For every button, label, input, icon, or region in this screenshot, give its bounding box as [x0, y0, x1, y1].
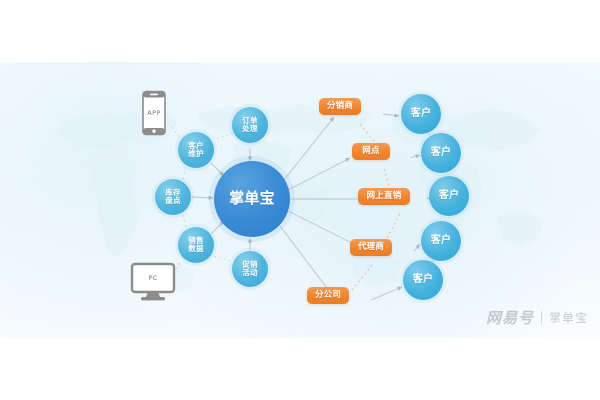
node-function-sales-data[interactable]: 销售 数据 — [178, 227, 214, 263]
node-function-sales-data-line1: 销售 — [188, 236, 204, 246]
node-customer-1-label: 客户 — [410, 107, 432, 119]
node-channel-online-direct-sales-label: 网上直销 — [366, 191, 402, 202]
node-channel-distributor-label: 分销商 — [326, 101, 354, 112]
node-channel-branch-office[interactable]: 分公司 — [307, 287, 349, 304]
node-function-order-processing-line2: 处理 — [242, 124, 258, 133]
device-phone-app: APP — [138, 90, 170, 136]
phone-icon — [142, 90, 166, 136]
device-desktop-pc: PC — [130, 262, 176, 302]
node-hub-label: 掌单宝 — [229, 189, 275, 208]
device-phone-label: APP — [147, 109, 161, 117]
node-customer-5-label: 客户 — [412, 273, 434, 285]
node-channel-branch-office-label: 分公司 — [314, 290, 342, 301]
node-function-promotion[interactable]: 促销 活动 — [232, 251, 268, 287]
node-channel-distributor[interactable]: 分销商 — [319, 98, 361, 115]
watermark-product-name: 掌单宝 — [548, 311, 588, 325]
node-customer-4[interactable]: 客户 — [421, 221, 461, 261]
watermark: 网易号 掌单宝 — [486, 307, 588, 328]
node-customer-3-label: 客户 — [438, 189, 460, 201]
node-function-promotion-line2: 活动 — [242, 268, 258, 277]
node-customer-3[interactable]: 客户 — [429, 176, 469, 216]
watermark-separator — [540, 310, 542, 325]
node-channel-outlet[interactable]: 网点 — [352, 143, 390, 160]
node-function-inventory-check[interactable]: 库存 盘点 — [155, 179, 191, 215]
node-customer-5[interactable]: 客户 — [403, 260, 443, 300]
node-function-customer-maintenance[interactable]: 客户 维护 — [178, 132, 214, 168]
node-function-sales-data-line2: 数据 — [188, 244, 204, 253]
node-channel-agent-label: 代理商 — [357, 242, 385, 253]
node-function-inventory-check-line1: 库存 — [165, 188, 181, 198]
diagram-stage: 掌单宝 订单 处理 客户 维护 库存 盘点 销售 数据 — [0, 62, 600, 338]
connector-edges — [169, 113, 451, 301]
node-function-inventory-check-line2: 盘点 — [165, 196, 181, 205]
node-function-promotion-line1: 促销 — [242, 260, 258, 270]
world-map-background — [58, 104, 544, 296]
node-customer-2-label: 客户 — [430, 146, 452, 158]
node-channel-online-direct-sales[interactable]: 网上直销 — [358, 188, 410, 205]
node-customer-4-label: 客户 — [430, 234, 452, 246]
node-customer-2[interactable]: 客户 — [421, 133, 461, 173]
node-function-order-processing-line1: 订单 — [242, 116, 258, 126]
desktop-icon — [130, 262, 176, 301]
watermark-brand: 网易号 — [485, 309, 534, 327]
node-function-customer-maintenance-line1: 客户 — [188, 141, 204, 151]
node-channel-outlet-label: 网点 — [362, 146, 380, 157]
node-function-customer-maintenance-line2: 维护 — [188, 149, 204, 158]
node-customer-1[interactable]: 客户 — [401, 94, 441, 134]
node-hub-zhangdanbao[interactable]: 掌单宝 — [214, 161, 290, 237]
device-desktop-label: PC — [148, 274, 158, 282]
node-channel-agent[interactable]: 代理商 — [350, 239, 392, 256]
node-function-order-processing[interactable]: 订单 处理 — [232, 107, 268, 143]
